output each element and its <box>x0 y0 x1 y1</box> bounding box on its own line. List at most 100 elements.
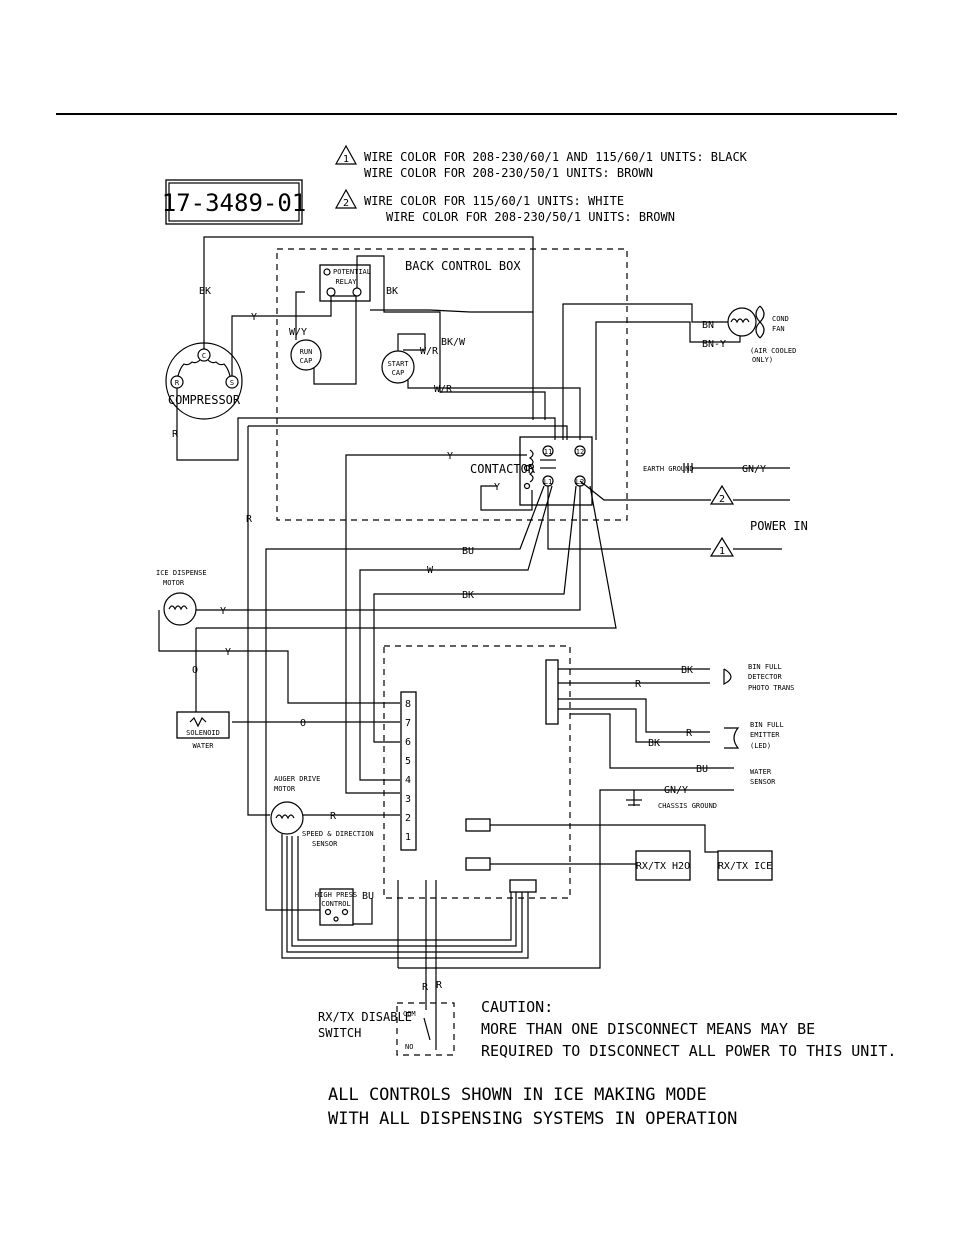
water-solenoid: SOLENOID WATER <box>176 711 230 750</box>
svg-text:5: 5 <box>405 756 411 767</box>
svg-text:COM: COM <box>403 1010 416 1018</box>
svg-text:W/Y: W/Y <box>289 327 307 338</box>
svg-text:MORE THAN ONE DISCONNECT MEANS: MORE THAN ONE DISCONNECT MEANS MAY BE <box>481 1020 815 1038</box>
svg-text:GN/Y: GN/Y <box>664 785 688 796</box>
rxtx-disable-switch: COM NO <box>396 1002 455 1056</box>
svg-text:O: O <box>192 665 198 676</box>
svg-text:R: R <box>246 514 253 525</box>
control-board <box>383 645 571 899</box>
auger-wiring <box>281 814 537 959</box>
part-number-box <box>165 179 303 225</box>
svg-text:BN: BN <box>702 320 714 331</box>
svg-text:BN-Y: BN-Y <box>702 339 726 350</box>
rxtx-connector-2 <box>465 857 491 871</box>
contactor: 11 12 L1 L2 <box>519 436 593 506</box>
svg-text:O: O <box>300 718 306 729</box>
svg-text:RUN: RUN <box>300 348 313 356</box>
power-in-note-1: 1 <box>709 536 782 557</box>
rxtx-disable-label-1: RX/TX DISABLE <box>318 1010 412 1024</box>
svg-text:W/R: W/R <box>434 384 453 395</box>
svg-text:W/R: W/R <box>420 346 439 357</box>
sensor-connector <box>545 659 559 725</box>
svg-text:S: S <box>230 379 234 387</box>
chassis-ground-label: CHASSIS GROUND <box>658 802 717 810</box>
svg-text:BU: BU <box>462 546 474 557</box>
svg-text:Y: Y <box>494 482 500 493</box>
svg-text:Y: Y <box>220 606 226 617</box>
svg-text:1: 1 <box>719 546 725 557</box>
svg-text:BU: BU <box>696 764 708 775</box>
switch-wire-r2: R <box>436 980 443 991</box>
rxtx-disable-wiring <box>397 880 601 1050</box>
run-capacitor: RUN CAP <box>290 339 322 371</box>
svg-text:BIN FULL: BIN FULL <box>748 663 782 671</box>
rxtx-h2o: RX/TX H2O <box>635 850 691 881</box>
svg-text:1: 1 <box>343 154 349 165</box>
rxtx-ice: RX/TX ICE <box>717 850 773 881</box>
svg-text:FAN: FAN <box>772 325 785 333</box>
switch-wire-r1: R <box>422 982 429 993</box>
svg-text:1: 1 <box>405 832 411 843</box>
svg-text:R: R <box>175 379 180 387</box>
high-press-control: HIGH PRESS CONTROL <box>315 888 357 926</box>
back-control-box-label: BACK CONTROL BOX <box>405 259 521 273</box>
svg-text:R: R <box>686 728 693 739</box>
start-capacitor: START CAP <box>381 350 415 384</box>
svg-text:2: 2 <box>719 494 725 505</box>
terminal-strip <box>400 691 417 851</box>
svg-text:BK/W: BK/W <box>441 337 466 348</box>
svg-text:3: 3 <box>405 794 411 805</box>
svg-text:W: W <box>427 565 434 576</box>
auger-drive-motor: AUGER DRIVE MOTOR SPEED & DIRECTION SENS… <box>270 775 374 848</box>
svg-text:12: 12 <box>576 448 584 456</box>
svg-text:R: R <box>330 811 337 822</box>
svg-text:BK: BK <box>648 738 660 749</box>
note-2: 2 WIRE COLOR FOR 115/60/1 UNITS: WHITE W… <box>334 188 675 224</box>
terminal-numbers: 8 7 6 5 4 3 2 1 <box>405 699 411 843</box>
ice-dispense-motor: ICE DISPENSE MOTOR <box>156 569 207 626</box>
svg-text:WIRE COLOR FOR 208-230/50/1 UN: WIRE COLOR FOR 208-230/50/1 UNITS: BROWN <box>364 166 653 180</box>
part-number: 17-3489-01 <box>162 189 307 217</box>
svg-text:ONLY): ONLY) <box>752 356 773 364</box>
svg-text:POTENTIAL: POTENTIAL <box>333 268 371 276</box>
svg-text:Y: Y <box>251 312 257 323</box>
footer-note: ALL CONTROLS SHOWN IN ICE MAKING MODE WI… <box>328 1085 737 1129</box>
svg-text:ICE DISPENSE: ICE DISPENSE <box>156 569 207 577</box>
svg-text:BK: BK <box>681 665 693 676</box>
svg-text:CONTROL: CONTROL <box>321 900 351 908</box>
potential-relay: POTENTIAL RELAY <box>319 264 371 302</box>
svg-text:MOTOR: MOTOR <box>274 785 296 793</box>
earth-ground-symbol <box>683 463 790 473</box>
svg-text:R: R <box>635 679 642 690</box>
svg-text:RX/TX ICE: RX/TX ICE <box>718 861 772 872</box>
rxtx-wiring <box>490 824 718 865</box>
power-in-label: POWER IN <box>750 519 808 533</box>
svg-text:START: START <box>387 360 409 368</box>
svg-text:RELAY: RELAY <box>335 278 357 286</box>
svg-text:RX/TX H2O: RX/TX H2O <box>636 861 690 872</box>
svg-text:BK: BK <box>386 286 398 297</box>
svg-text:7: 7 <box>405 718 411 729</box>
sensor-wiring <box>558 668 734 898</box>
svg-text:COMPRESSOR: COMPRESSOR <box>168 393 241 407</box>
svg-text:Y: Y <box>225 647 231 658</box>
svg-text:AUGER DRIVE: AUGER DRIVE <box>274 775 320 783</box>
svg-text:BIN FULL: BIN FULL <box>750 721 784 729</box>
svg-text:CAUTION:: CAUTION: <box>481 998 553 1016</box>
svg-text:(AIR COOLED: (AIR COOLED <box>750 347 796 355</box>
svg-text:SENSOR: SENSOR <box>312 840 338 848</box>
svg-text:8: 8 <box>405 699 411 710</box>
svg-text:6: 6 <box>405 737 411 748</box>
svg-text:ALL CONTROLS SHOWN IN ICE MAKI: ALL CONTROLS SHOWN IN ICE MAKING MODE <box>328 1085 707 1105</box>
svg-text:WIRE COLOR FOR 208-230/60/1 AN: WIRE COLOR FOR 208-230/60/1 AND 115/60/1… <box>364 150 748 164</box>
rxtx-disable-label-2: SWITCH <box>318 1026 361 1040</box>
svg-text:WIRE COLOR FOR 115/60/1 UNITS:: WIRE COLOR FOR 115/60/1 UNITS: WHITE <box>364 194 624 208</box>
wire-labels: BK BK Y W/Y BK/W W/R W/R BN BN-Y R Y Y G… <box>172 286 766 902</box>
svg-text:4: 4 <box>405 775 411 786</box>
svg-text:PHOTO TRANS: PHOTO TRANS <box>748 684 794 692</box>
svg-text:EMITTER: EMITTER <box>750 731 780 739</box>
svg-text:2: 2 <box>343 198 349 209</box>
svg-text:SENSOR: SENSOR <box>750 778 776 786</box>
note-1: 1 WIRE COLOR FOR 208-230/60/1 AND 115/60… <box>334 144 748 180</box>
